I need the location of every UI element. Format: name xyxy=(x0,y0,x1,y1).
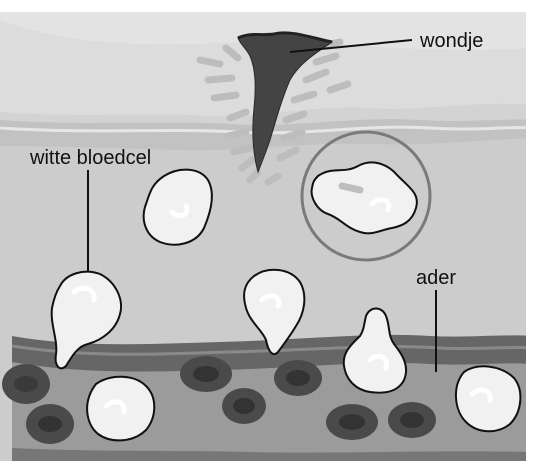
red-blood-cell xyxy=(222,388,266,424)
red-blood-cell xyxy=(388,402,436,438)
top-edge xyxy=(0,0,533,12)
right-edge xyxy=(526,0,533,461)
label-vessel: ader xyxy=(416,267,456,289)
ingested-particle xyxy=(342,186,360,190)
label-wound: wondje xyxy=(419,30,483,52)
red-blood-cell xyxy=(180,356,232,392)
red-blood-cell xyxy=(326,404,378,440)
white-blood-cell xyxy=(87,377,154,441)
red-blood-cell xyxy=(26,404,74,444)
red-blood-cell xyxy=(274,360,322,396)
label-white-blood-cell: witte bloedcel xyxy=(29,147,151,169)
red-blood-cell xyxy=(2,364,50,404)
